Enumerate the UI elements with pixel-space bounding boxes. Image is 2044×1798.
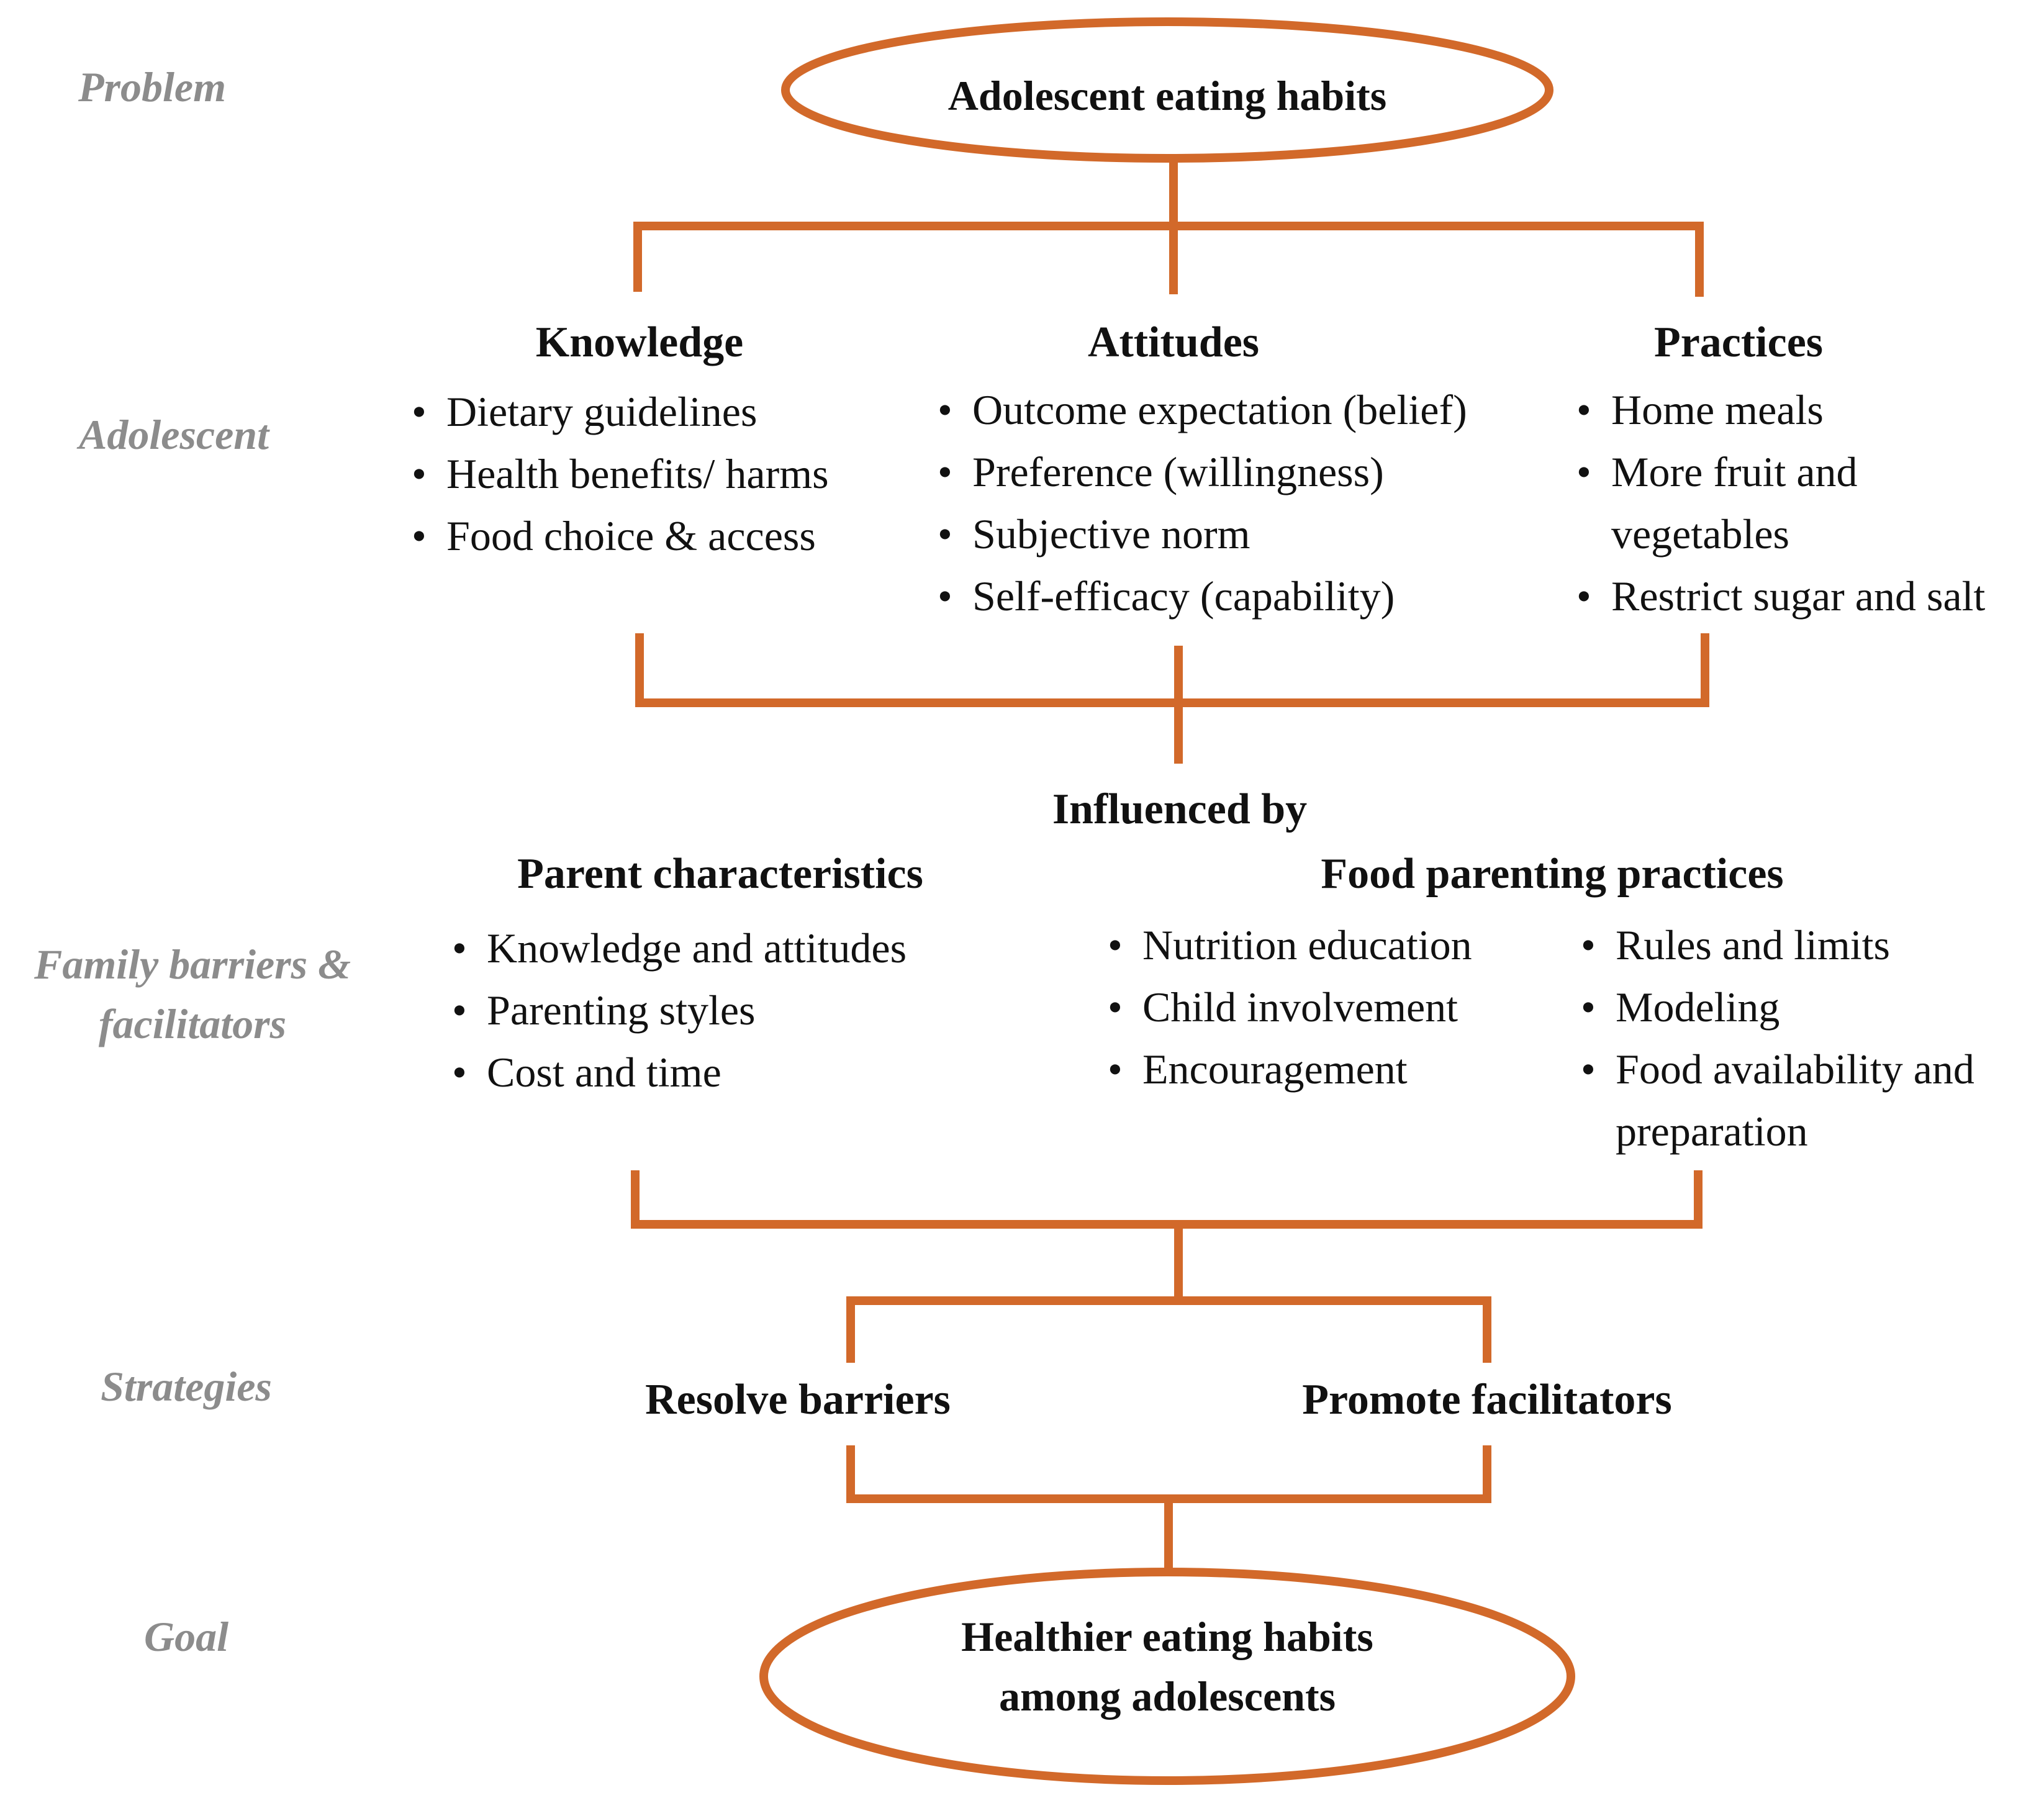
strategies-bottom-bracket — [846, 1445, 1491, 1503]
bullet-item: Preference (willingness) — [933, 441, 1467, 503]
row-label-family: Family barriers & facilitators — [34, 941, 351, 1047]
bullet-item: Encouragement — [1103, 1038, 1472, 1100]
bullet-text: Nutrition education — [1142, 921, 1472, 969]
resolve-barriers-label: Resolve barriers — [645, 1376, 951, 1424]
bullet-text: More fruit and vegetables — [1611, 448, 1858, 558]
bullet-text: Subjective norm — [972, 510, 1250, 558]
top-bracket — [633, 222, 1704, 297]
influenced-by-heading: Influenced by — [1052, 785, 1308, 833]
bullet-text: Parenting styles — [487, 987, 756, 1034]
bullet-text: Cost and time — [487, 1049, 721, 1096]
row-label-goal: Goal — [144, 1613, 228, 1660]
bullet-item: Child involvement — [1103, 976, 1472, 1038]
bullet-item: Modeling — [1576, 976, 1974, 1038]
food-parenting-heading: Food parenting practices — [1321, 850, 1784, 898]
bullet-item: More fruit and vegetables — [1571, 441, 1985, 565]
kap-bracket — [635, 633, 1709, 707]
bullet-text: Encouragement — [1142, 1046, 1408, 1093]
bullet-text: Food availability and preparation — [1616, 1046, 1974, 1155]
bullet-text: Preference (willingness) — [972, 448, 1384, 495]
parent-characteristics-heading: Parent characteristics — [517, 850, 923, 898]
attitudes-heading: Attitudes — [1087, 318, 1260, 366]
knowledge-heading: Knowledge — [535, 318, 744, 366]
bullet-item: Knowledge and attitudes — [447, 917, 907, 979]
bullet-item: Self-efficacy (capability) — [933, 565, 1467, 627]
bullet-text: Rules and limits — [1616, 921, 1890, 969]
bullet-text: Outcome expectation (belief) — [972, 386, 1467, 433]
bullet-item: Restrict sugar and salt — [1571, 565, 1985, 627]
bullet-item: Outcome expectation (belief) — [933, 379, 1467, 441]
bullet-item: Subjective norm — [933, 503, 1467, 565]
food-parenting-left-list: Nutrition educationChild involvementEnco… — [1103, 914, 1472, 1100]
bullet-text: Home meals — [1611, 386, 1824, 433]
goal-ellipse — [759, 1568, 1575, 1785]
bullet-text: Food choice & access — [446, 512, 816, 559]
goal-text: Healthier eating habits among adolescent… — [961, 1613, 1373, 1720]
bullet-text: Restrict sugar and salt — [1611, 572, 1986, 620]
bullet-item: Nutrition education — [1103, 914, 1472, 976]
bullet-text: Knowledge and attitudes — [487, 924, 907, 972]
bullet-item: Food choice & access — [407, 505, 829, 567]
food-parenting-right-list: Rules and limitsModelingFood availabilit… — [1576, 914, 1974, 1162]
bullet-item: Parenting styles — [447, 979, 907, 1041]
row-label-adolescent: Adolescent — [79, 411, 269, 458]
bullet-item: Food availability and preparation — [1576, 1038, 1974, 1162]
bullet-text: Child involvement — [1142, 983, 1458, 1031]
bullet-text: Health benefits/ harms — [446, 450, 829, 497]
family-bracket — [631, 1170, 1703, 1229]
row-label-problem: Problem — [78, 63, 226, 111]
bullet-text: Dietary guidelines — [446, 388, 757, 435]
problem-ellipse — [781, 17, 1553, 163]
bullet-item: Health benefits/ harms — [407, 443, 829, 505]
bullet-text: Modeling — [1616, 983, 1780, 1031]
bullet-item: Rules and limits — [1576, 914, 1974, 976]
parent-characteristics-list: Knowledge and attitudesParenting stylesC… — [447, 917, 907, 1103]
knowledge-list: Dietary guidelinesHealth benefits/ harms… — [407, 381, 829, 567]
practices-list: Home mealsMore fruit and vegetablesRestr… — [1571, 379, 1985, 627]
attitudes-list: Outcome expectation (belief) Preference (… — [933, 379, 1467, 627]
row-label-strategies: Strategies — [101, 1363, 272, 1410]
bullet-item: Cost and time — [447, 1041, 907, 1103]
bullet-item: Dietary guidelines — [407, 381, 829, 443]
bullet-item: Home meals — [1571, 379, 1985, 441]
practices-heading: Practices — [1653, 318, 1824, 366]
bullet-text: Self-efficacy (capability) — [972, 572, 1395, 620]
strategies-top-bracket — [846, 1296, 1491, 1363]
promote-facilitators-label: Promote facilitators — [1302, 1376, 1672, 1424]
problem-text: Adolescent eating habits — [947, 72, 1387, 119]
